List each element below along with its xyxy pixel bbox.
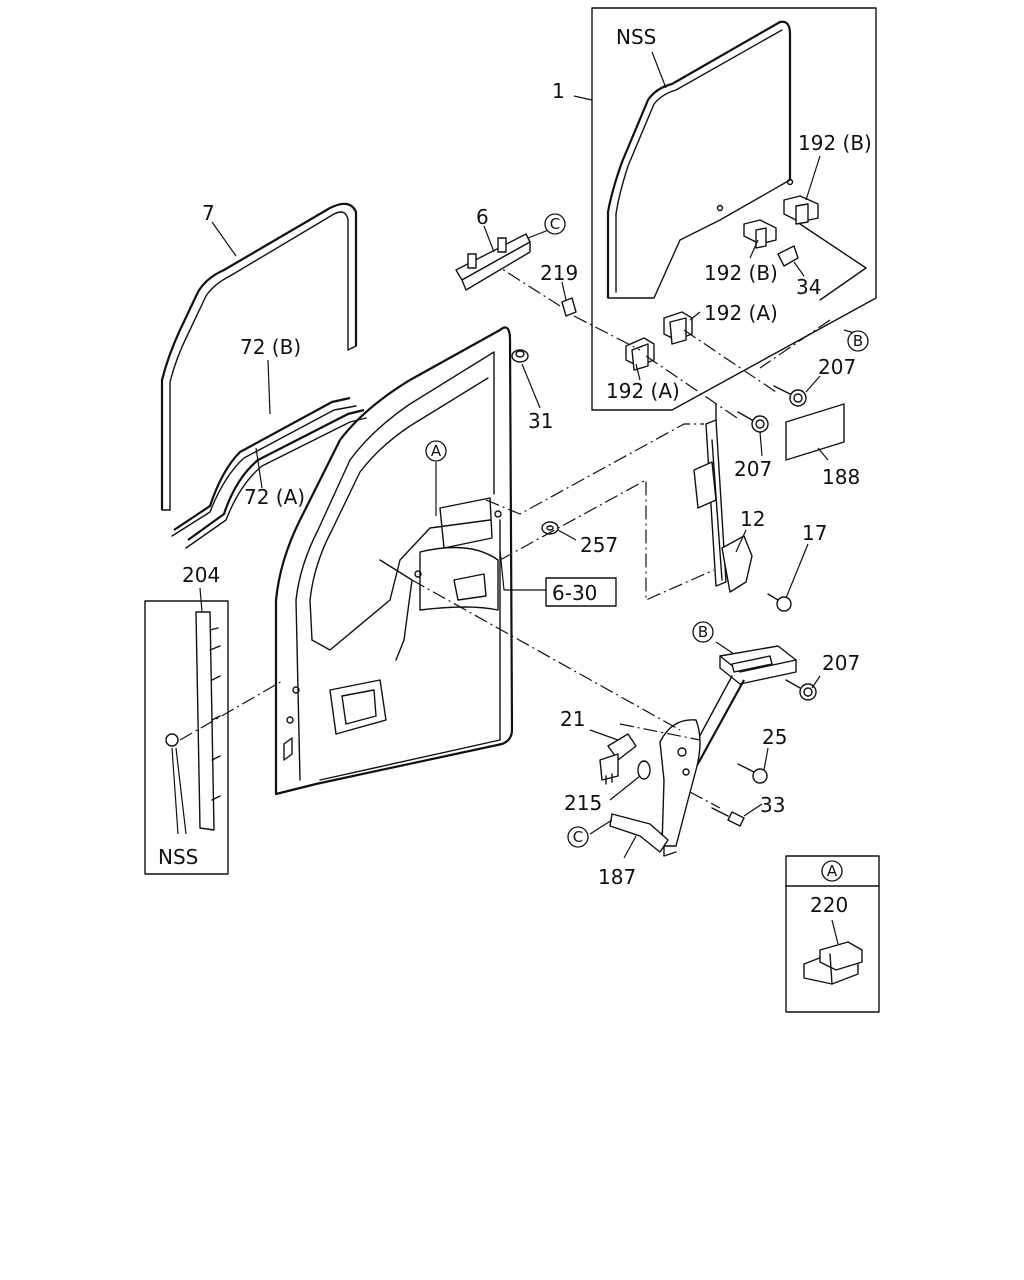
glass-run-72a (185, 408, 367, 549)
weatherseal-204 (165, 611, 221, 831)
screw-33 (711, 807, 745, 827)
washer-215 (637, 760, 651, 780)
svg-text:A: A (827, 862, 838, 880)
label-part-207-middle: 207 (734, 457, 772, 481)
glass-run-72b (171, 396, 357, 537)
bolt-207-middle (737, 411, 769, 433)
clip-219 (561, 297, 577, 317)
callout-a-detail: A (821, 860, 843, 882)
bolt-207-upper (773, 385, 807, 407)
regulator-arm-187 (609, 675, 745, 857)
label-part-7: 7 (202, 201, 215, 225)
label-part-12: 12 (740, 507, 765, 531)
clip-192b-lower (743, 219, 777, 249)
svg-text:A: A (431, 442, 442, 460)
callout-b-right: B (847, 330, 869, 352)
label-part-192a-right: 192 (A) (704, 301, 778, 325)
label-part-6: 6 (476, 205, 489, 229)
trim-group-box (144, 600, 229, 875)
label-part-187: 187 (598, 865, 636, 889)
label-part-192b-upper: 192 (B) (798, 131, 872, 155)
label-nss-bottom: NSS (158, 845, 198, 869)
door-weatherstrip-7 (160, 202, 358, 511)
holder-192a-right (663, 311, 693, 345)
holder-192a-left (625, 337, 655, 371)
bolt-25 (737, 763, 768, 784)
clip-34 (777, 245, 799, 267)
label-nss-glass: NSS (616, 25, 656, 49)
screw-17 (767, 593, 792, 612)
callout-b-lower: B (692, 621, 714, 643)
pad-188 (785, 403, 845, 461)
label-part-207-upper: 207 (818, 355, 856, 379)
door-glass (606, 20, 794, 299)
label-part-219: 219 (540, 261, 578, 285)
label-part-192a-left: 192 (A) (606, 379, 680, 403)
window-regulator-12 (693, 403, 753, 593)
clip-220 (803, 941, 863, 985)
callout-c-lower: C (567, 826, 589, 848)
label-part-21: 21 (560, 707, 585, 731)
ref-box-label: 6-30 (552, 581, 597, 605)
clip-192b-upper (783, 195, 819, 225)
label-part-220: 220 (810, 893, 848, 917)
door-inner-panel (274, 326, 514, 796)
label-part-207-lower: 207 (822, 651, 860, 675)
label-part-1: 1 (552, 79, 565, 103)
label-part-215: 215 (564, 791, 602, 815)
svg-text:C: C (573, 828, 583, 846)
label-part-34: 34 (796, 275, 821, 299)
label-part-25: 25 (762, 725, 787, 749)
svg-text:B: B (698, 623, 708, 641)
label-part-192b-lower: 192 (B) (704, 261, 778, 285)
grommet-31 (511, 349, 529, 363)
label-part-33: 33 (760, 793, 785, 817)
guide-6 (455, 233, 531, 291)
label-part-204: 204 (182, 563, 220, 587)
label-part-257: 257 (580, 533, 618, 557)
glass-group-box (591, 7, 877, 411)
label-part-188: 188 (822, 465, 860, 489)
detail-box-a (785, 855, 880, 1013)
bracket-plate (719, 645, 797, 685)
handle-base-21 (599, 733, 637, 785)
svg-text:C: C (550, 215, 560, 233)
label-part-17: 17 (802, 521, 827, 545)
ref-box-frame (545, 577, 617, 607)
label-part-72b: 72 (B) (240, 335, 301, 359)
label-part-72a: 72 (A) (244, 485, 305, 509)
callout-c-top: C (544, 213, 566, 235)
callout-a-door: A (425, 440, 447, 462)
bolt-207-lower (785, 679, 817, 701)
svg-text:B: B (853, 332, 863, 350)
label-part-31: 31 (528, 409, 553, 433)
